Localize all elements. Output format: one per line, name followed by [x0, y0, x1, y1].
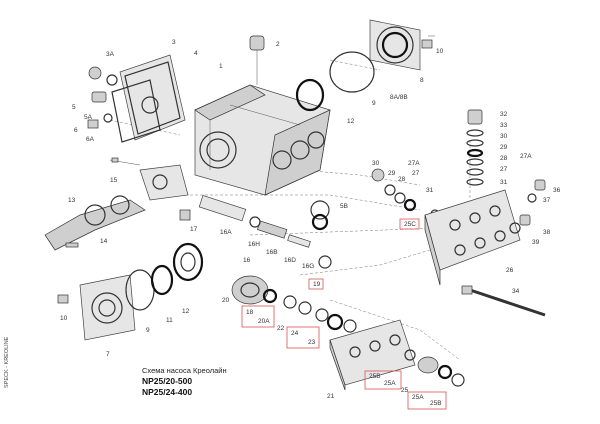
- label-37: 37: [543, 197, 551, 204]
- label-27-right: 27: [500, 166, 508, 173]
- label-20: 20: [222, 297, 230, 304]
- label-34: 34: [512, 288, 520, 295]
- label-17: 17: [190, 226, 198, 233]
- label-3: 3: [172, 39, 176, 46]
- label-12-left: 12: [182, 308, 190, 315]
- crankshaft: [44, 195, 146, 251]
- label-27: 27: [412, 170, 420, 177]
- label-33: 33: [500, 122, 508, 129]
- label-5a: 5A: [84, 114, 93, 121]
- label-38: 38: [543, 229, 551, 236]
- label-27a-right: 27A: [520, 153, 532, 160]
- manifold-plugs: [509, 179, 546, 234]
- label-23: 23: [308, 339, 316, 346]
- callout-24-23: [286, 326, 320, 349]
- label-6a: 6A: [86, 136, 95, 143]
- oil-plugs: [87, 66, 118, 129]
- long-bolt: [461, 285, 546, 317]
- label-39: 39: [532, 239, 540, 246]
- caption-model-1: NP25/20-500: [142, 376, 193, 386]
- seal-5b: [310, 200, 330, 231]
- label-25a-2: 25A: [412, 394, 424, 401]
- o-ring-right: [295, 51, 375, 112]
- label-25: 25: [401, 387, 409, 394]
- label-25b-2: 25B: [430, 400, 442, 407]
- label-30-right: 30: [500, 133, 508, 140]
- label-28-right: 28: [500, 155, 508, 162]
- label-27a: 27A: [408, 160, 420, 167]
- label-10-left: 10: [60, 315, 68, 322]
- label-18: 18: [246, 309, 254, 316]
- label-5b: 5B: [340, 203, 348, 210]
- bearing-cover-left: [57, 242, 204, 341]
- bearing-cover-right: [369, 19, 435, 71]
- label-29-right: 29: [500, 144, 508, 151]
- label-16a: 16A: [220, 229, 232, 236]
- label-21: 21: [327, 393, 335, 400]
- label-10-top: 10: [436, 48, 444, 55]
- label-28: 28: [398, 176, 406, 183]
- label-3a: 3A: [106, 51, 115, 58]
- callout-25b-25a: [364, 370, 402, 390]
- label-22: 22: [277, 325, 285, 332]
- rear-cover: [111, 54, 186, 143]
- dipstick: [249, 35, 265, 85]
- label-11: 11: [166, 317, 173, 324]
- label-32: 32: [500, 111, 508, 118]
- label-16d: 16D: [284, 257, 296, 264]
- label-31-right: 31: [500, 179, 508, 186]
- label-24: 24: [291, 330, 299, 337]
- label-9-top: 9: [372, 100, 376, 107]
- label-25c: 25C: [404, 221, 416, 228]
- plunger-assembly: [179, 195, 332, 269]
- label-31: 31: [426, 187, 434, 194]
- callout-25a-25b: [407, 391, 447, 410]
- label-15: 15: [110, 177, 118, 184]
- label-16b: 16B: [266, 249, 278, 256]
- manifold-head: [424, 189, 521, 286]
- label-6: 6: [74, 127, 78, 134]
- label-16g: 16G: [302, 263, 314, 270]
- crankcase-body: [194, 84, 331, 196]
- label-14: 14: [100, 238, 108, 245]
- valve-group-lower: [404, 349, 465, 387]
- label-7: 7: [106, 351, 110, 358]
- label-30: 30: [372, 160, 380, 167]
- label-12-top: 12: [347, 118, 355, 125]
- label-29: 29: [388, 170, 396, 177]
- seal-housing: [231, 275, 357, 333]
- label-13: 13: [68, 197, 76, 204]
- label-2: 2: [276, 41, 280, 48]
- lower-manifold: [329, 319, 416, 391]
- callout-boxes: [241, 218, 447, 410]
- side-vertical-text: SPECK - KREOLINE: [4, 336, 10, 388]
- label-16h: 16H: [248, 241, 260, 248]
- label-25a: 25A: [384, 380, 396, 387]
- callout-25c: [399, 218, 420, 230]
- label-1: 1: [219, 63, 223, 70]
- label-9-left: 9: [146, 327, 150, 334]
- label-8: 8: [420, 77, 424, 84]
- label-19: 19: [313, 281, 321, 288]
- label-5: 5: [72, 104, 76, 111]
- caption-title: Схема насоса Креолайн: [142, 366, 227, 375]
- valve-group-right: [466, 109, 484, 186]
- label-36: 36: [553, 187, 561, 194]
- label-25b: 25B: [369, 373, 381, 380]
- label-20a: 20A: [258, 318, 270, 325]
- label-26: 26: [506, 267, 514, 274]
- label-16: 16: [243, 257, 251, 264]
- callout-19: [308, 278, 324, 290]
- connecting-rod: [109, 157, 189, 201]
- callout-18-20a: [241, 305, 275, 328]
- label-4: 4: [194, 50, 198, 57]
- label-8ab: 8A/8B: [390, 94, 408, 101]
- caption-model-2: NP25/24-400: [142, 387, 193, 397]
- part-labels: 2 1 3 4 3A 5 5A 6 6A 10 8 9 8A/8B 12 15 …: [60, 39, 561, 407]
